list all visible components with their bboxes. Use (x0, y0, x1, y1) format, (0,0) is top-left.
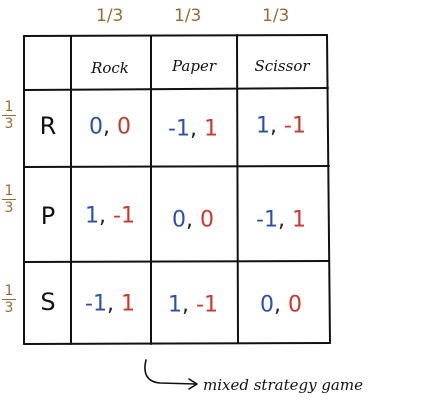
row-header-s: S (40, 288, 56, 316)
column-header-scissor: Scissor (254, 57, 310, 75)
payoff-player1: 0 (172, 207, 186, 233)
payoff-player2: -1 (284, 113, 306, 139)
column-probability-paper: 1/3 (174, 6, 202, 26)
payoff-player1: 1 (85, 203, 100, 229)
payoff-cell-p-scissor: -1, 1 (256, 207, 306, 233)
payoff-player2: 1 (291, 207, 306, 233)
payoff-cell-s-rock: -1, 1 (85, 291, 135, 317)
payoff-player1: 0 (260, 292, 274, 318)
payoff-player1: -1 (85, 291, 107, 317)
payoff-cell-s-scissor: 0, 0 (260, 292, 302, 318)
payoff-player2: -1 (113, 203, 135, 229)
payoff-player2: 1 (203, 116, 218, 142)
grid-line-right (326, 34, 331, 344)
grid-line-row2 (23, 260, 330, 263)
column-header-paper: Paper (171, 57, 217, 75)
payoff-player1: 0 (89, 114, 103, 140)
payoff-cell-r-rock: 0, 0 (89, 114, 131, 140)
payoff-cell-s-paper: 1, -1 (168, 292, 218, 318)
payoff-player2: -1 (196, 292, 218, 318)
payoff-cell-p-rock: 1, -1 (85, 203, 135, 229)
row-header-p: P (40, 202, 56, 230)
payoff-cell-p-paper: 0, 0 (172, 207, 214, 233)
payoff-player2: 0 (117, 114, 131, 140)
payoff-player2: 1 (120, 291, 135, 317)
column-header-rock: Rock (91, 59, 129, 77)
row-header-r: R (39, 112, 57, 140)
column-probability-scissor: 1/3 (262, 6, 290, 26)
caption-text: mixed strategy game (203, 376, 363, 394)
grid-line-bottom (23, 342, 331, 345)
payoff-cell-r-paper: -1, 1 (168, 116, 218, 142)
payoff-player1: 1 (168, 292, 183, 318)
grid-line-col3 (236, 34, 239, 344)
payoff-player2: 0 (200, 207, 214, 233)
payoff-player1: 1 (256, 113, 271, 139)
payoff-player2: 0 (288, 292, 302, 318)
payoff-cell-r-scissor: 1, -1 (256, 113, 306, 139)
grid-line-top (23, 34, 328, 37)
payoff-player1: -1 (256, 207, 278, 233)
grid-line-row1 (23, 165, 330, 168)
grid-line-header (23, 87, 329, 91)
payoff-player1: -1 (168, 116, 190, 142)
column-probability-rock: 1/3 (96, 6, 124, 26)
